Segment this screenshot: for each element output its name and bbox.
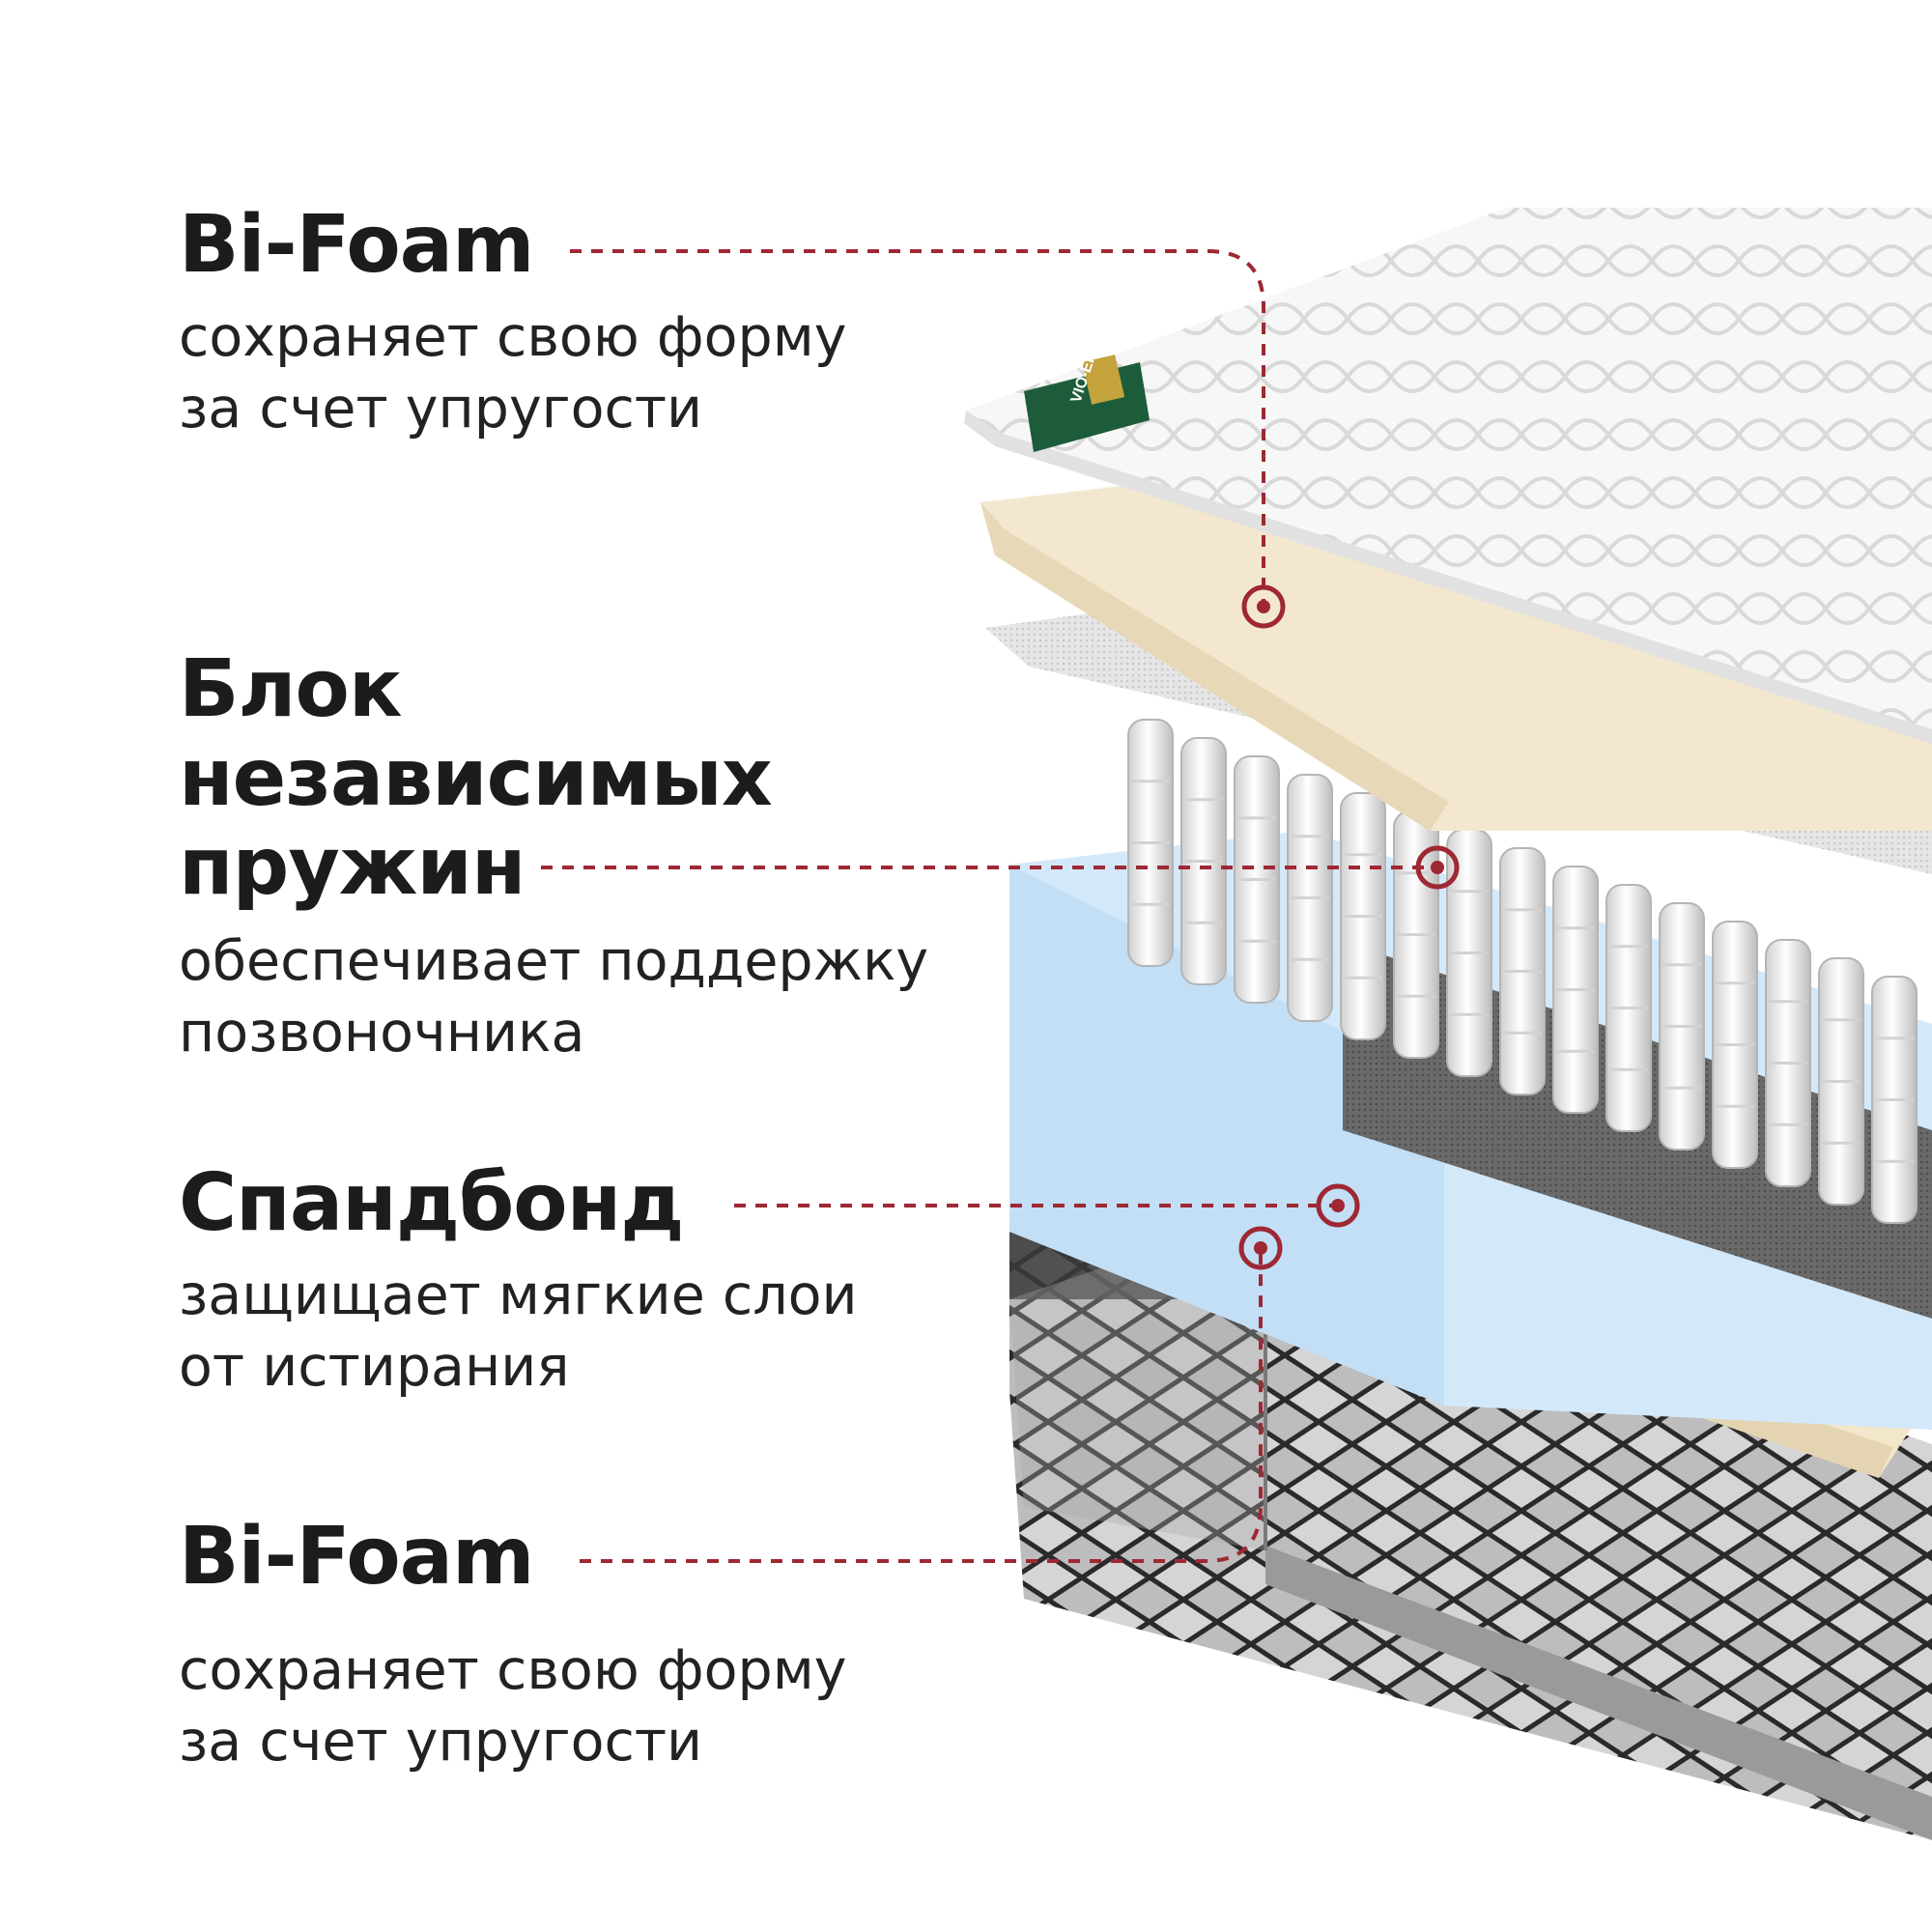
layer-description: сохраняет свою форму за счет упругости: [179, 305, 847, 440]
marker-top-bifoam: [1241, 584, 1286, 629]
upper-bifoam-layer: [980, 464, 1932, 831]
marker-spunbond: [1316, 1183, 1360, 1228]
layer-description: обеспечивает поддержку позвоночника: [179, 929, 929, 1065]
layer-callout-bottom-bifoam: Bi-Foam сохраняет свою форму за счет упр…: [179, 1513, 846, 1777]
callout-line-top-bifoam: [570, 249, 1265, 607]
layer-callout-spunbond: Спандбонд защищает мягкие слои от истира…: [179, 1159, 858, 1403]
top-quilted-cover: VIO-ERA: [964, 208, 1932, 744]
marker-springs: [1415, 845, 1460, 890]
pocket-springs-block: [1127, 719, 1918, 1224]
layer-description: защищает мягкие слои от истирания: [179, 1264, 858, 1399]
layer-callout-top-bifoam: Bi-Foam сохраняет свою форму за счет упр…: [179, 201, 846, 444]
layer-title: Спандбонд: [179, 1157, 685, 1249]
layer-title: Блок независимых пружин: [179, 643, 773, 913]
callout-markers: [1238, 584, 1460, 1270]
layer-callout-springs: Блок независимых пружин обеспечивает под…: [179, 645, 928, 1068]
callout-lines: [541, 249, 1437, 1563]
layer-title: Bi-Foam: [179, 199, 534, 291]
layer-description: сохраняет свою форму за счет упругости: [179, 1638, 847, 1774]
marker-bottom-bifoam: [1238, 1226, 1283, 1270]
callout-line-bottom-bifoam: [580, 1248, 1263, 1563]
layer-title: Bi-Foam: [179, 1511, 534, 1603]
